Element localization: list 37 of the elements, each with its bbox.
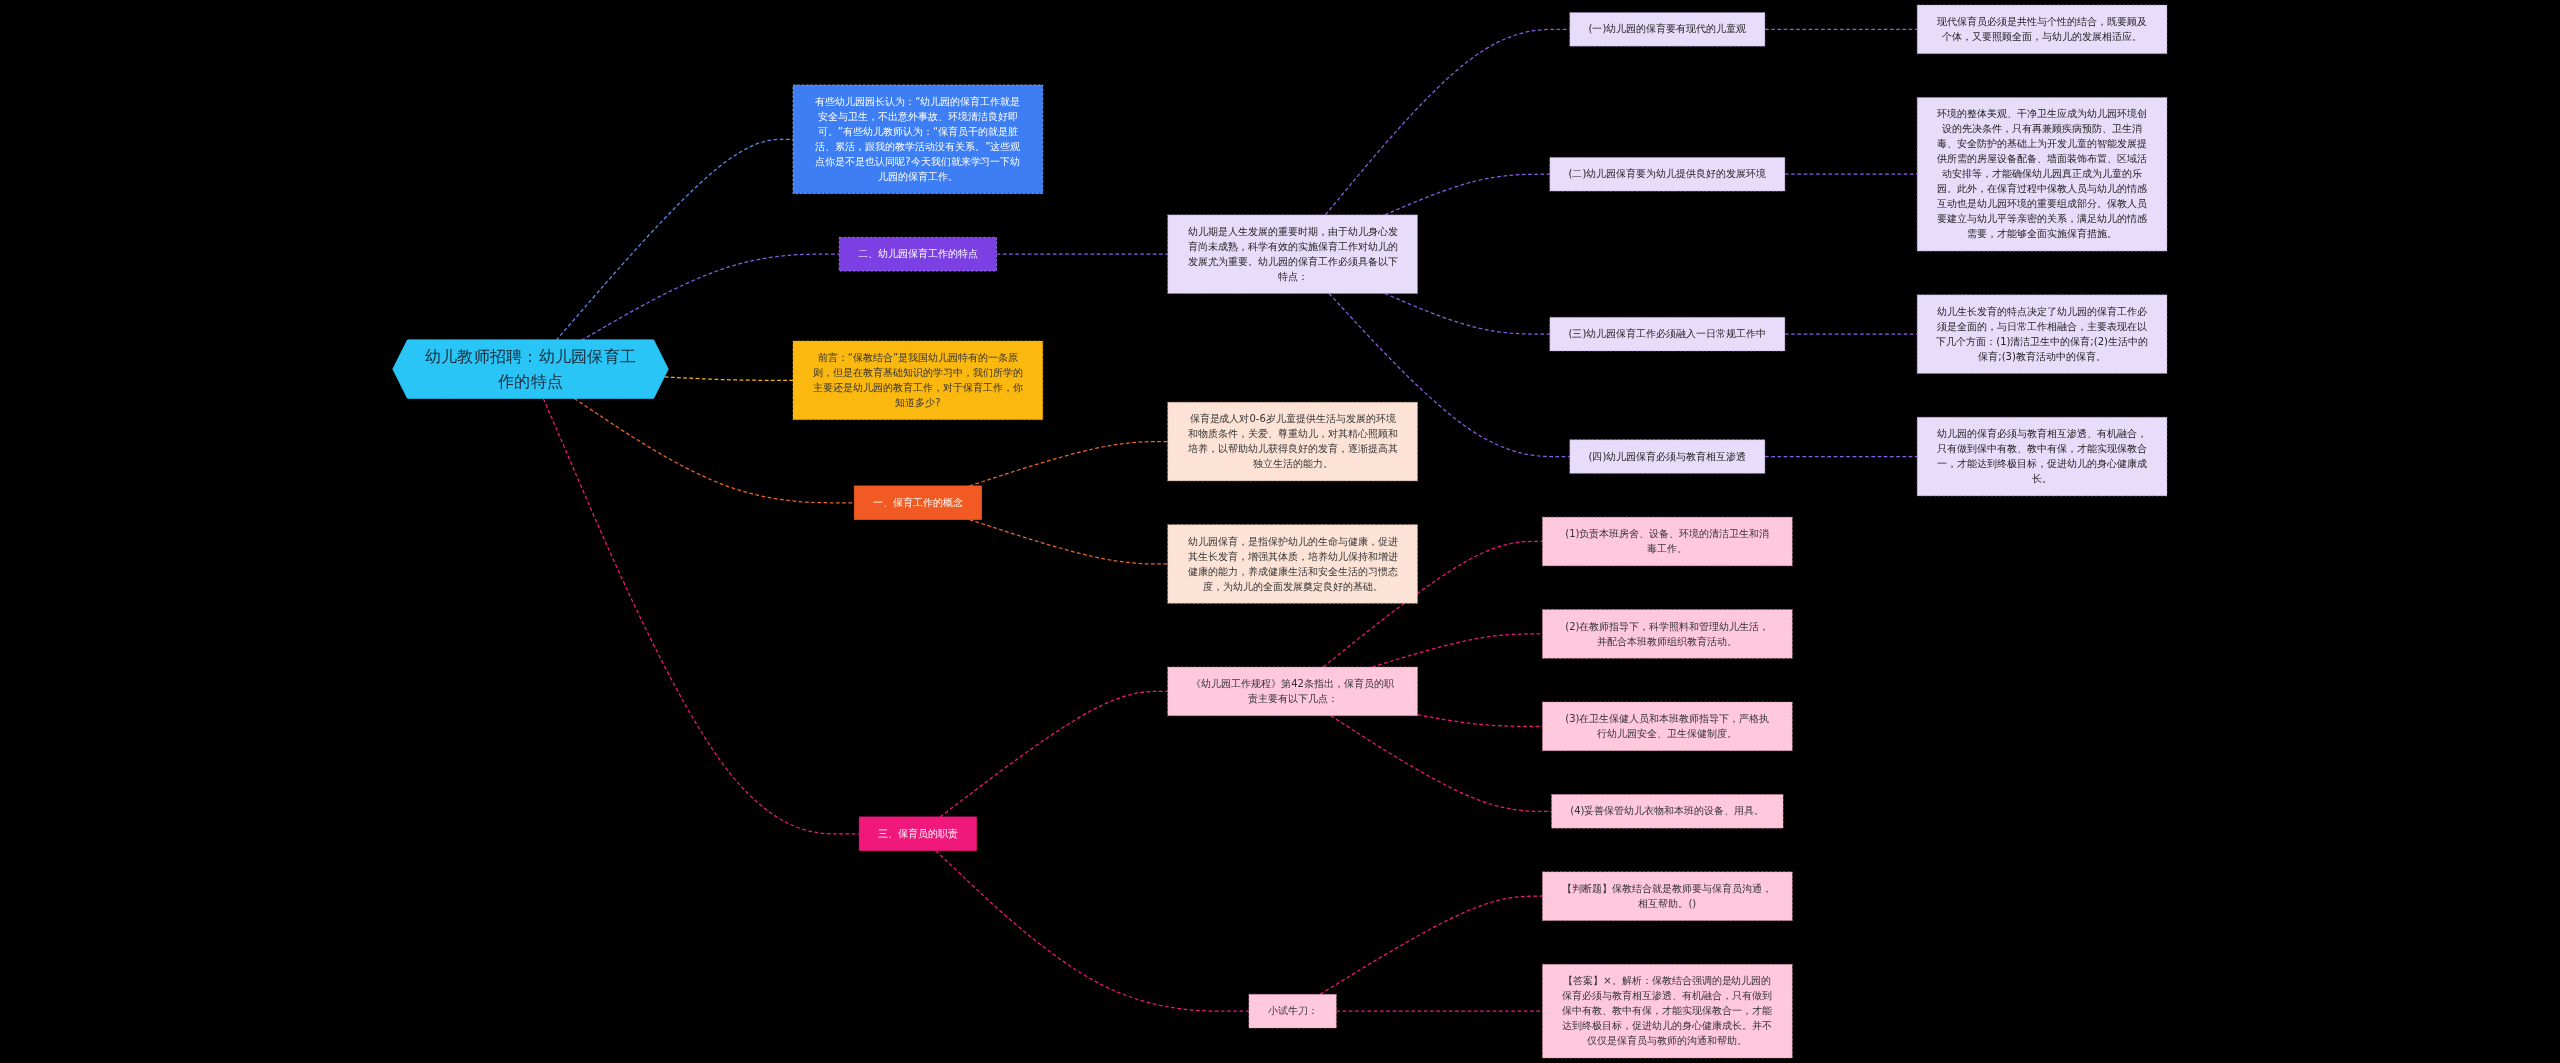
connector: [1384, 292, 1551, 335]
connector: [580, 253, 840, 341]
node-box: [1542, 701, 1793, 751]
connector: [968, 519, 1169, 565]
node-box: [1549, 316, 1786, 352]
node-box: [792, 84, 1044, 194]
connector: [939, 690, 1169, 818]
node-box: [1551, 794, 1784, 829]
node-box: [1248, 993, 1337, 1029]
connector: [1328, 292, 1571, 458]
node-box: [858, 816, 977, 851]
node-box: [1916, 416, 2168, 497]
node-box: [1916, 294, 2168, 374]
node-box: [1569, 439, 1766, 474]
node-box: [1542, 964, 1793, 1059]
node-box: [1549, 157, 1786, 192]
node-box: [1542, 871, 1793, 921]
node-box: [1542, 516, 1793, 567]
node-box: [792, 340, 1044, 420]
node-box: [853, 485, 982, 520]
node-box: [1542, 609, 1793, 659]
node-box: [1167, 524, 1418, 604]
connector: [1764, 28, 1918, 30]
node-box: [1167, 214, 1418, 294]
node-box: [1167, 401, 1418, 482]
node-box: [1569, 12, 1766, 47]
connector: [664, 376, 794, 381]
connector: [1384, 173, 1551, 216]
node-box: [1916, 4, 2168, 54]
connector: [1322, 540, 1544, 668]
connector: [573, 397, 855, 504]
node-box: [1916, 97, 2168, 252]
connector: [935, 850, 1250, 1012]
node-box: [1167, 666, 1418, 717]
connector: [1319, 895, 1544, 995]
connector: [1764, 455, 1918, 458]
node-box: [838, 237, 997, 272]
